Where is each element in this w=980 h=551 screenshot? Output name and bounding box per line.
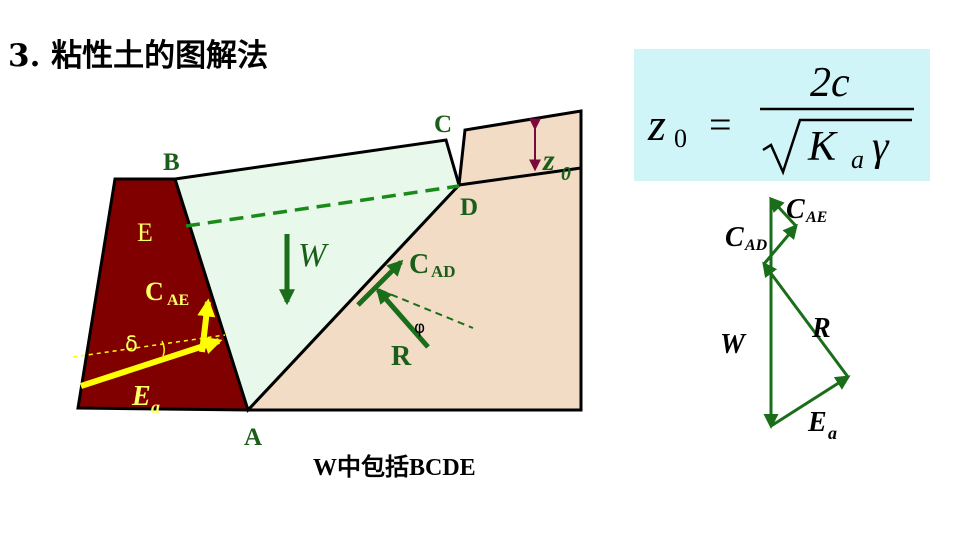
reaction-label: R	[391, 341, 412, 372]
reaction-arrow	[375, 287, 430, 349]
polygon-r-label: R	[811, 313, 831, 344]
active-pressure-subscript: a	[151, 397, 160, 417]
active-pressure-label: E	[131, 381, 151, 412]
polygon-ea-vector	[770, 375, 851, 428]
polygon-cae-label: C	[786, 194, 805, 225]
cohesion-ae-subscript: AE	[167, 292, 189, 309]
polygon-ea-label: E	[807, 407, 827, 438]
point-d-label: D	[460, 194, 478, 221]
formula: z 0 = 2c K a γ	[647, 60, 914, 176]
formula-k: K	[807, 124, 838, 170]
caption: W中包括BCDE	[313, 453, 476, 481]
formula-gamma: γ	[872, 124, 890, 170]
polygon-ea-subscript: a	[828, 423, 837, 443]
point-c-label: C	[434, 111, 452, 138]
cohesion-ae-label: C	[145, 277, 164, 306]
polygon-cae-vector	[768, 196, 798, 228]
polygon-r-vector	[762, 261, 850, 378]
crack-depth-line	[458, 166, 582, 187]
cohesion-ad-subscript: AD	[431, 262, 456, 281]
formula-k-subscript: a	[851, 145, 864, 174]
delta-angle-arc	[161, 340, 166, 357]
delta-label: δ	[125, 332, 138, 356]
formula-equals: =	[709, 102, 732, 147]
formula-z-subscript: 0	[674, 124, 687, 153]
weight-label: W	[298, 237, 329, 274]
point-b-label: B	[163, 149, 180, 176]
formula-numerator: 2c	[810, 60, 850, 106]
page-title: 3. 粘性土的图解法	[8, 38, 268, 74]
cohesion-ad-label: C	[409, 249, 429, 280]
force-polygon: C AE C AD W R E a	[720, 194, 851, 443]
polygon-cae-subscript: AE	[805, 209, 827, 226]
polygon-cad-label: C	[725, 222, 744, 253]
polygon-w-label: W	[720, 329, 747, 360]
cohesion-ad-arrow	[356, 259, 404, 307]
z0-label: z	[542, 144, 555, 177]
wall-normal-dashed-line	[72, 334, 226, 358]
formula-box	[634, 49, 930, 181]
z0-subscript: 0	[561, 163, 571, 185]
formula-z: z	[647, 99, 666, 150]
polygon-cad-vector	[762, 223, 798, 265]
active-pressure-arrow	[80, 336, 223, 389]
normal-dashed-line	[379, 289, 474, 329]
phi-label: φ	[414, 318, 425, 338]
formula-sqrt-sign	[762, 118, 912, 176]
tension-crack-line	[185, 184, 460, 228]
point-a-label: A	[244, 424, 262, 451]
polygon-cad-subscript: AD	[744, 237, 768, 254]
point-e-label: E	[137, 218, 153, 247]
